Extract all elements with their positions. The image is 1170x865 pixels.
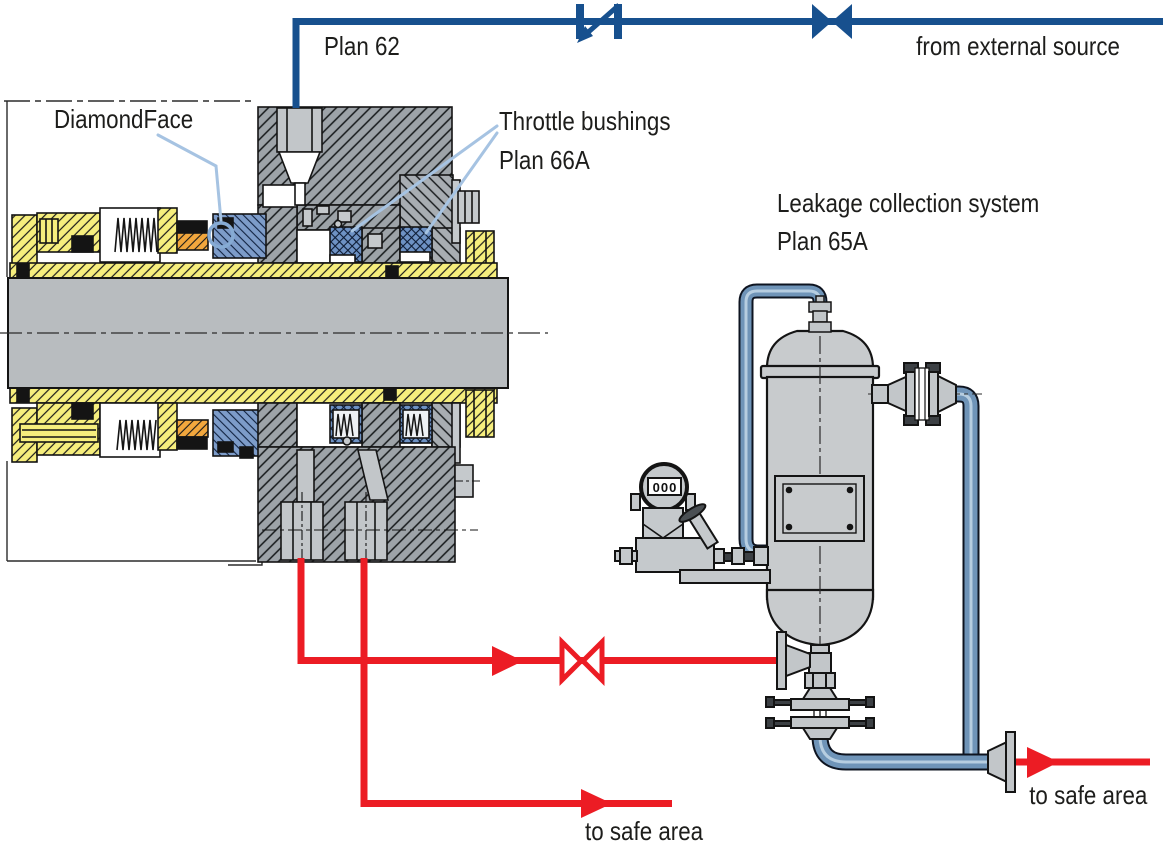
shaft-sleeve-top xyxy=(9,262,498,279)
shutoff-valve-symbol xyxy=(812,4,852,39)
plan-62-label: Plan 62 xyxy=(324,31,400,61)
transmitter-display-value: 000 xyxy=(652,480,678,495)
drain-valve-symbol xyxy=(559,635,605,687)
drain-inlet-cone xyxy=(785,643,811,678)
leakage-drain-lines xyxy=(297,558,1150,818)
drain-line-to-vessel xyxy=(297,558,779,664)
seal-face-ring-top xyxy=(176,232,209,251)
diamondface-label: DiamondFace xyxy=(54,104,194,134)
seal-face-ring-bottom xyxy=(176,419,209,438)
spring-top xyxy=(114,217,158,253)
vessel-nameplate xyxy=(774,475,865,542)
from-external-source-label: from external source xyxy=(916,31,1120,61)
check-valve-symbol xyxy=(576,3,622,43)
vessel-side-nozzle xyxy=(868,362,982,426)
seal-cartridge-bottom xyxy=(11,402,267,463)
throttle-leader-2 xyxy=(424,131,499,235)
leakage-system-plan-label: Plan 65A xyxy=(777,226,868,256)
plan62-line xyxy=(292,3,1163,108)
transmitter-display xyxy=(647,477,682,496)
pump-casing-outline xyxy=(4,100,263,566)
leakage-system-label: Leakage collection system xyxy=(777,188,1040,218)
outlet-reducer xyxy=(987,731,1016,793)
diamondface-leader xyxy=(156,133,223,223)
vessel-top-fitting xyxy=(808,295,832,333)
drain-port-neck-left xyxy=(296,449,315,503)
drain-inlet-flange xyxy=(776,631,787,690)
to-safe-area-right-label: to safe area xyxy=(1028,780,1147,810)
throttle-bushings-label: Throttle bushings xyxy=(499,106,671,136)
flow-arrow-safe-area xyxy=(581,789,612,818)
throttle-bushing-bottom-1 xyxy=(329,404,363,446)
quench-port-plug xyxy=(276,107,323,153)
mechanical-seal-section xyxy=(0,106,548,568)
gland-bolt-bottom xyxy=(465,389,495,438)
needle-valve-handwheel xyxy=(678,503,707,523)
diamondface-marker-circle xyxy=(207,221,235,249)
vessel-drain-pipe xyxy=(811,735,988,771)
pressure-transmitter xyxy=(614,462,771,584)
seal-cartridge-top xyxy=(11,207,267,269)
orifice-flange-top xyxy=(790,698,850,711)
pump-shaft xyxy=(0,277,548,389)
needle-valve xyxy=(678,503,720,550)
to-safe-area-bottom-label: to safe area xyxy=(585,816,704,846)
vessel-outlet-pipe xyxy=(954,385,980,760)
spring-bottom xyxy=(116,419,157,451)
orifice-flange-bottom xyxy=(790,716,850,729)
annotation-leaders xyxy=(156,124,499,249)
throttle-bushing-top-1 xyxy=(329,219,383,264)
set-screw-bottom xyxy=(19,423,99,443)
throttle-bushing-bottom-2 xyxy=(399,404,433,444)
plan65a-system xyxy=(614,283,1016,793)
drain-line-to-safe-area xyxy=(360,558,672,807)
throttle-leader-1 xyxy=(350,124,499,233)
instrument-tap-pipe xyxy=(738,283,828,560)
flow-arrow-drain xyxy=(492,646,523,676)
seal-gland-top xyxy=(257,106,480,264)
valve-manifold xyxy=(635,537,715,573)
flow-arrow-vessel-outlet xyxy=(1027,747,1059,778)
quench-pipe-line xyxy=(292,18,1163,108)
drain-port-neck-right xyxy=(356,449,390,501)
leakage-collection-vessel xyxy=(759,295,881,648)
vessel-drain-assembly xyxy=(765,631,875,740)
shaft-sleeve-bottom xyxy=(9,387,498,404)
throttle-bushings-plan-label: Plan 66A xyxy=(499,145,590,175)
